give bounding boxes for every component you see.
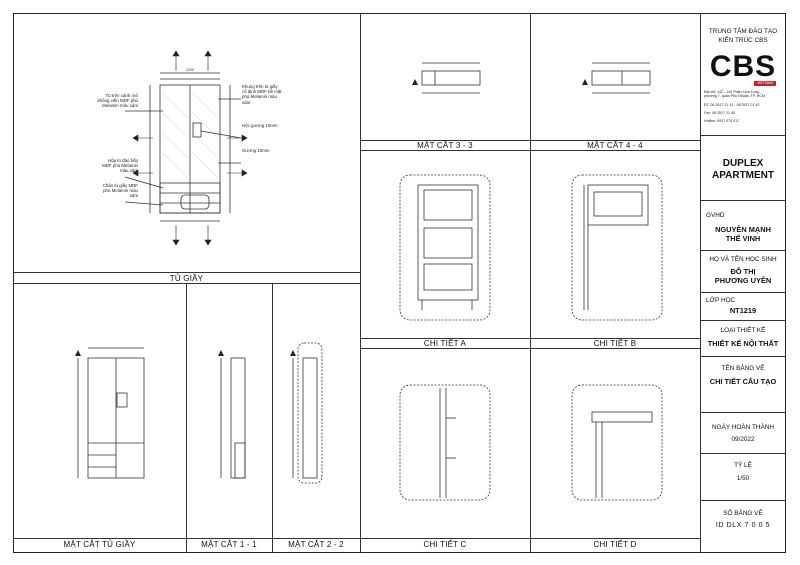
- dim-1200: 1200: [186, 68, 194, 72]
- panel-title-chi-tiet-c: CHI TIẾT C: [423, 540, 467, 549]
- divider-h-right2: [360, 348, 700, 349]
- gvhd-label: GVHD: [706, 212, 725, 219]
- bottom-left-sections: [75, 342, 323, 484]
- note-mirror-box: Hộc gương 10mm: [242, 123, 278, 128]
- note-left-8: phủ Melamin màu: [103, 188, 138, 194]
- shoe-cabinet-elevation: 1200: [124, 50, 248, 246]
- note-legs: Chân tủ giầy MDF phủ Melamin màu xám: [78, 183, 138, 199]
- fax: Fax: 08.3517 21 45: [704, 111, 735, 116]
- panel-title-mat-cat-tu-giay: MẶT CẮT TỦ GIẦY: [63, 540, 136, 549]
- details-ab: [399, 174, 663, 321]
- note-left-2: không viền MDF phủ: [97, 98, 138, 104]
- tb-line-1: [700, 135, 786, 136]
- address-2: phường 7, quận Phú Nhuận, TP. HCM: [704, 94, 765, 99]
- note-right-2: cố định MDF bề mặt: [242, 89, 282, 95]
- divider-h-right1: [360, 150, 700, 151]
- center-name-2: KIẾN TRÚC CBS: [718, 37, 768, 44]
- caption-line-top-left: [13, 272, 360, 273]
- address-1: Địa chỉ: 142 - 144 Phan Xích Long,: [704, 90, 760, 94]
- note-mirror: Gương 10mm: [242, 148, 270, 153]
- design-type-value: THIẾT KẾ NỘI THẤT: [707, 339, 779, 348]
- contact-block: Địa chỉ: 142 - 144 Phan Xích Long, phườn…: [704, 90, 784, 124]
- note-left-3: Melamin màu xám: [102, 103, 138, 109]
- note-left-1: Tủ trên cánh mở: [105, 93, 138, 98]
- divider-v4: [272, 283, 273, 553]
- panel-title-mat-cat-2: MẶT CẮT 2 - 2: [288, 540, 344, 549]
- tb-line-4: [700, 292, 786, 293]
- student-label: HỌ VÀ TÊN HỌC SINH: [709, 256, 777, 263]
- class-value: NT1219: [729, 306, 757, 315]
- design-type-label: LOẠI THIẾT KẾ: [720, 327, 766, 334]
- panel-title-tu-giay: TỦ GIẦY: [169, 274, 204, 283]
- class-label: LỚP HỌC: [706, 297, 736, 304]
- tb-line-3: [700, 250, 786, 251]
- caption-line-mid-right: [360, 338, 700, 339]
- divider-v1: [360, 13, 361, 553]
- date-value: 09/2022: [731, 436, 755, 443]
- note-left-9: xám: [129, 193, 138, 199]
- note-right-3: phủ Melamin màu: [242, 94, 277, 100]
- note-left-6: màu xám: [119, 168, 138, 174]
- project-title-2: APARTMENT: [711, 170, 775, 181]
- hotline: Hotline: 0917 074 017: [704, 119, 740, 124]
- logo-text: CBS: [709, 50, 777, 83]
- top-sections: [412, 62, 651, 94]
- scale-value: 1/50: [736, 475, 750, 482]
- note-left-4: Hộp tủ đảo bếp: [107, 158, 138, 163]
- scale-label: TỶ LỆ: [734, 462, 752, 469]
- details-cd: [399, 384, 663, 501]
- center-name-1: TRUNG TÂM ĐÀO TẠO: [708, 28, 778, 35]
- tb-line-6: [700, 356, 786, 357]
- panel-title-chi-tiet-b: CHI TIẾT B: [593, 339, 637, 348]
- tb-line-5: [700, 320, 786, 321]
- student-name-2: PHƯƠNG UYÊN: [714, 276, 772, 285]
- panel-title-mat-cat-3: MẶT CẮT 3 - 3: [417, 141, 473, 150]
- tb-line-9: [700, 500, 786, 501]
- note-right-1: Khung trên tủ giầy: [242, 84, 278, 89]
- caption-line-bottom-right: [360, 538, 700, 539]
- date-label: NGÀY HOÀN THÀNH: [712, 424, 774, 431]
- note-top-frame: Khung trên tủ giầy cố định MDF bề mặt ph…: [242, 84, 306, 105]
- project-title-1: DUPLEX: [722, 158, 764, 169]
- note-upper-door: Tủ trên cánh mở không viền MDF phủ Melam…: [78, 93, 138, 109]
- caption-line-bottom-left: [13, 538, 360, 539]
- phone: ĐT: 08 3517 21 41 - 08 3517 21 42: [704, 102, 760, 107]
- logo-sub: VIETNAM: [754, 81, 776, 86]
- title-block-divider: [700, 13, 701, 553]
- tb-line-2: [700, 200, 786, 201]
- drawing-name-label: TÊN BẢNG VẼ: [721, 365, 765, 372]
- gvhd-name-1: NGUYỄN MẠNH: [715, 225, 771, 234]
- drawing-name-value: CHI TIẾT CẤU TẠO: [709, 377, 777, 386]
- divider-v3: [186, 283, 187, 553]
- cbs-logo: CBS VIETNAM: [706, 52, 780, 86]
- panel-title-chi-tiet-a: CHI TIẾT A: [423, 339, 467, 348]
- tb-line-8: [700, 453, 786, 454]
- gvhd-name-2: THẾ VINH: [725, 234, 761, 243]
- sheet-label: SỐ BẢNG VẼ: [723, 510, 763, 517]
- panel-title-chi-tiet-d: CHI TIẾT D: [593, 540, 637, 549]
- note-left-5: MDF phủ Melamin: [102, 163, 138, 169]
- note-box: Hộp tủ đảo bếp MDF phủ Melamin màu xám: [78, 158, 138, 174]
- note-left-7: Chân tủ giầy MDF: [102, 183, 138, 188]
- student-name-1: ĐỖ THỊ: [730, 267, 756, 276]
- note-right-4: xám: [242, 99, 251, 105]
- panel-title-mat-cat-1: MẶT CẮT 1 - 1: [201, 540, 257, 549]
- sheet-value: ID DLX 7 0 0 5: [715, 522, 771, 529]
- caption-line-top-right: [360, 140, 700, 141]
- panel-title-mat-cat-4: MẶT CẮT 4 - 4: [587, 141, 643, 150]
- tb-line-7: [700, 412, 786, 413]
- divider-v2: [530, 13, 531, 553]
